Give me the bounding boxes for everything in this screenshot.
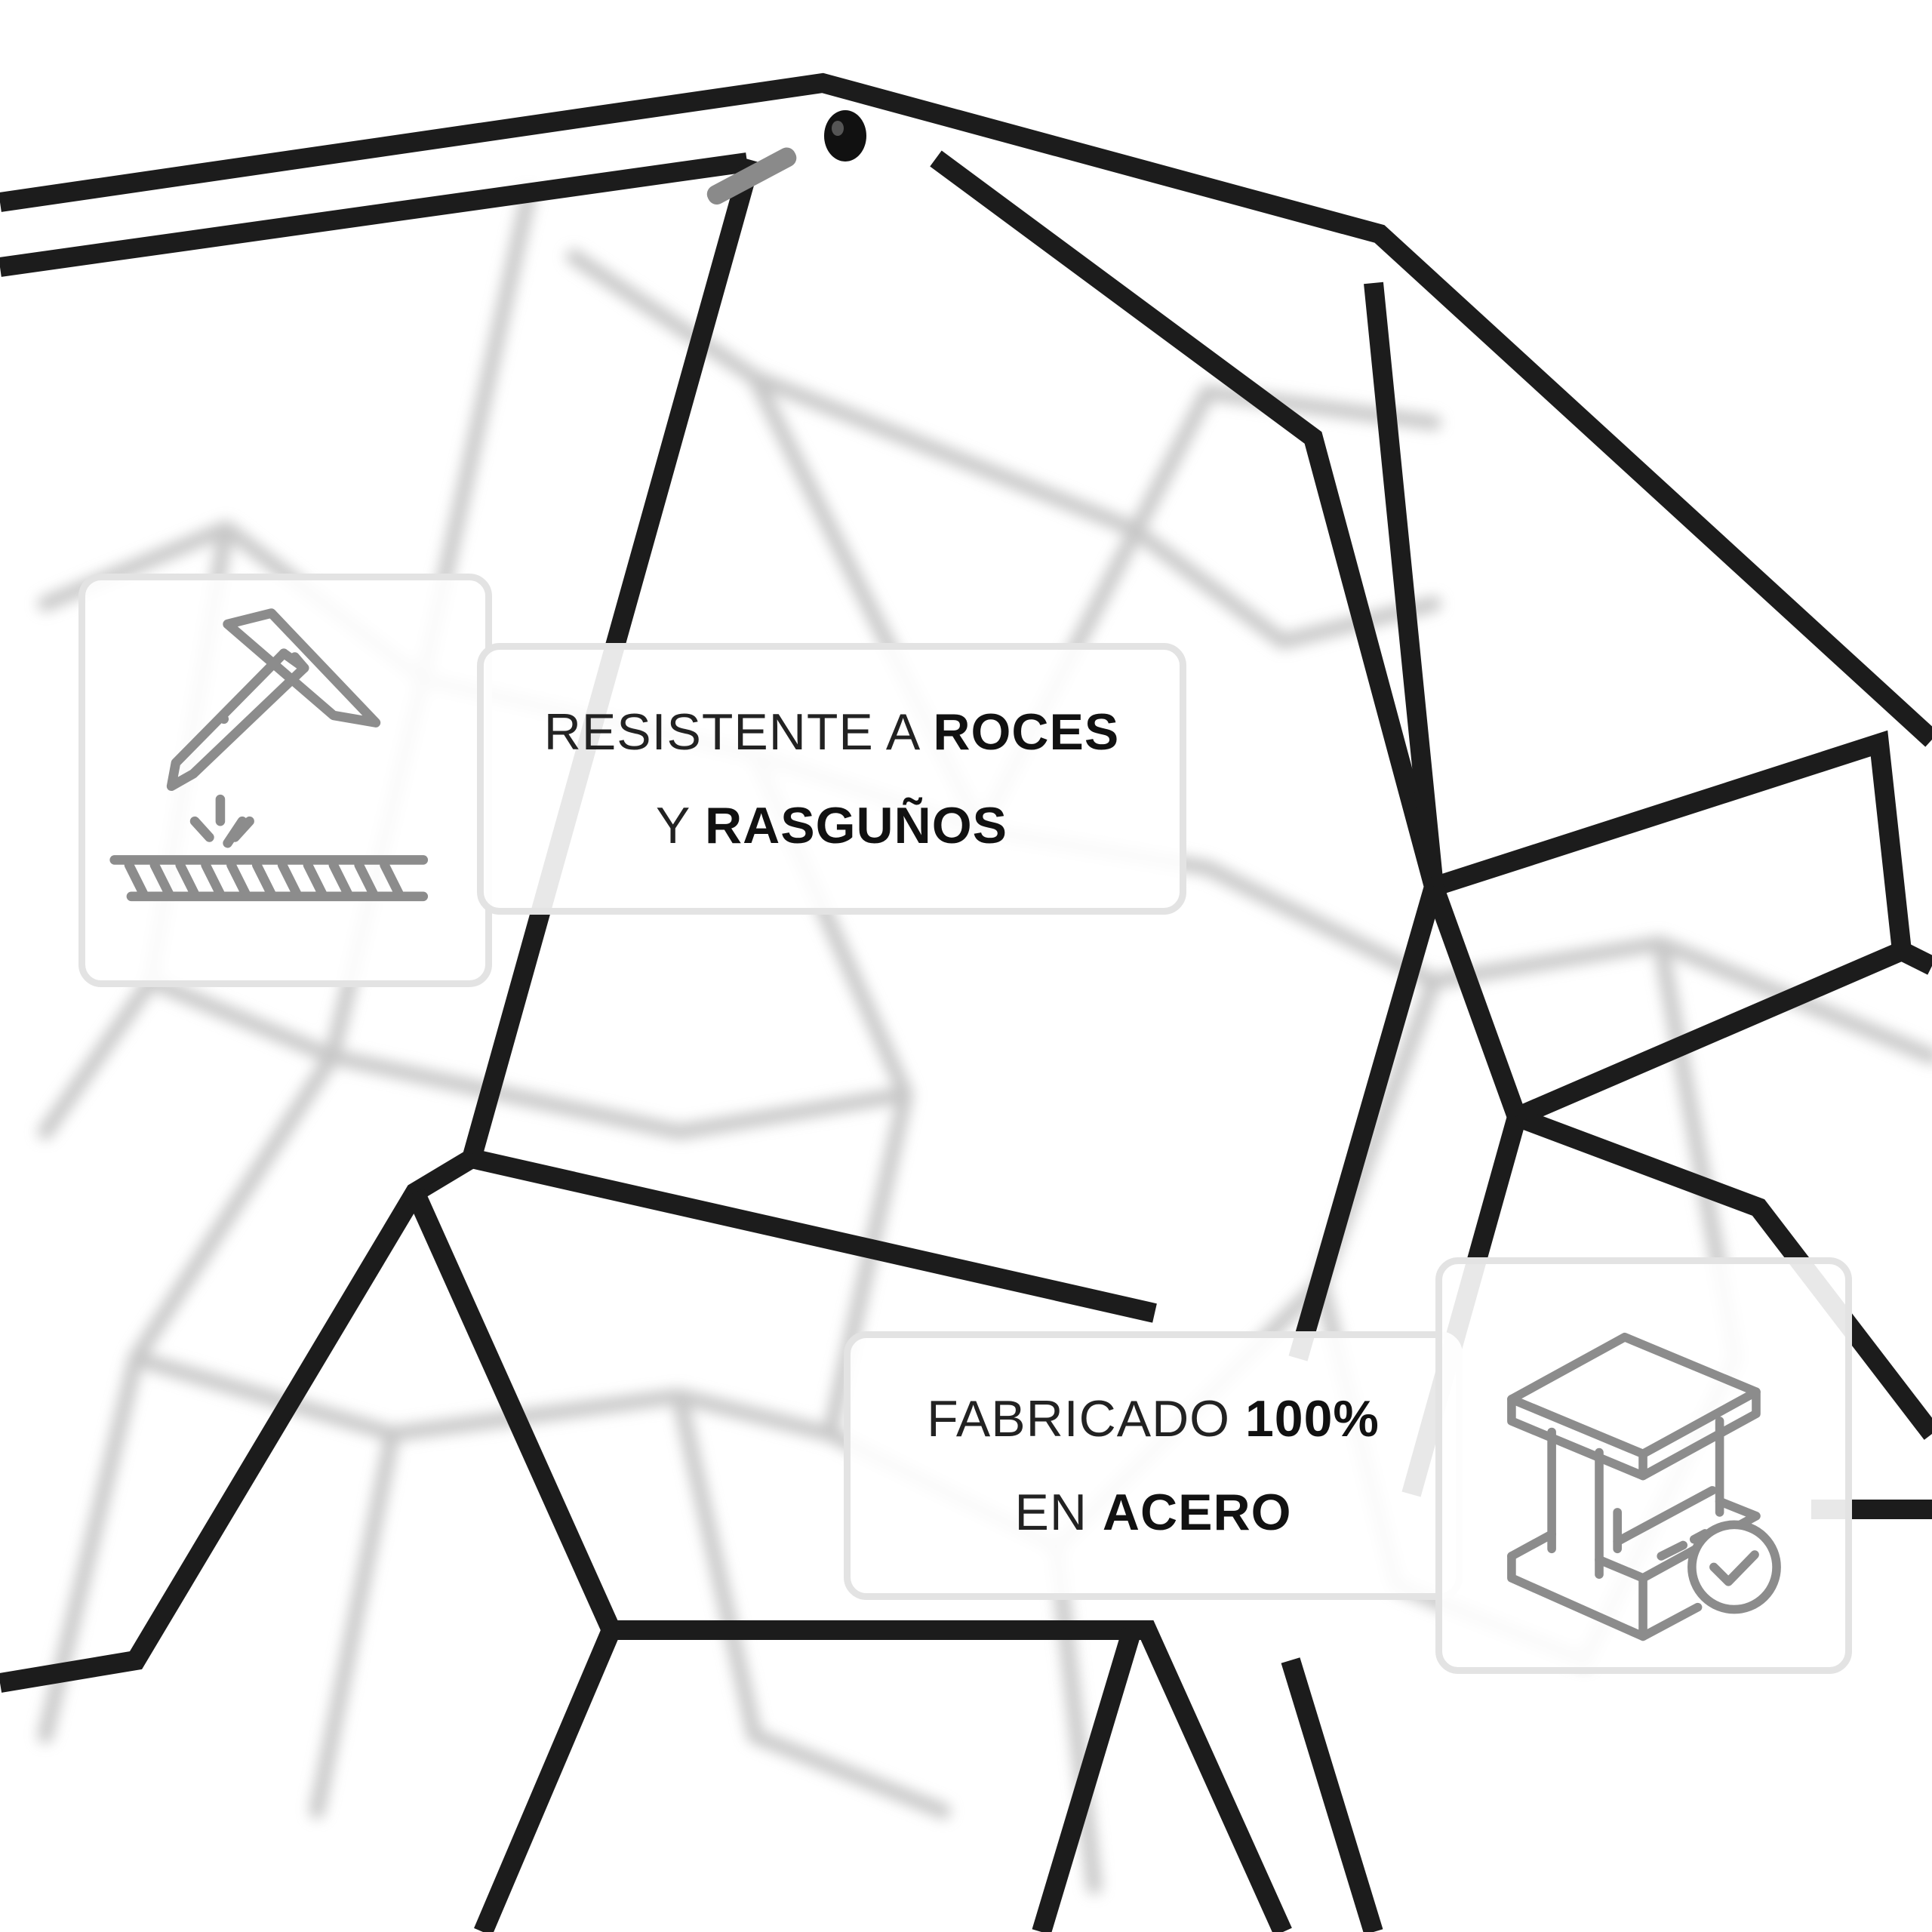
feature-scratch-icon-panel bbox=[78, 574, 492, 987]
feature-steel-text-panel: FABRICADO 100% EN ACERO bbox=[844, 1331, 1463, 1600]
feature-scratch-line-2: Y RASGUÑOS bbox=[656, 797, 1008, 854]
hanging-nail bbox=[706, 110, 866, 205]
feature-scratch-text-panel: RESISTENTE A ROCES Y RASGUÑOS bbox=[477, 643, 1186, 915]
steel-beam-check-icon bbox=[1507, 1332, 1781, 1641]
feature-steel-line-2: EN ACERO bbox=[1014, 1484, 1292, 1541]
feature-steel-icon-panel bbox=[1435, 1257, 1852, 1674]
feature-scratch-line-1: RESISTENTE A ROCES bbox=[543, 703, 1120, 761]
feature-steel-line-1: FABRICADO 100% bbox=[927, 1390, 1380, 1447]
scratch-resistant-nail-icon bbox=[109, 608, 429, 902]
